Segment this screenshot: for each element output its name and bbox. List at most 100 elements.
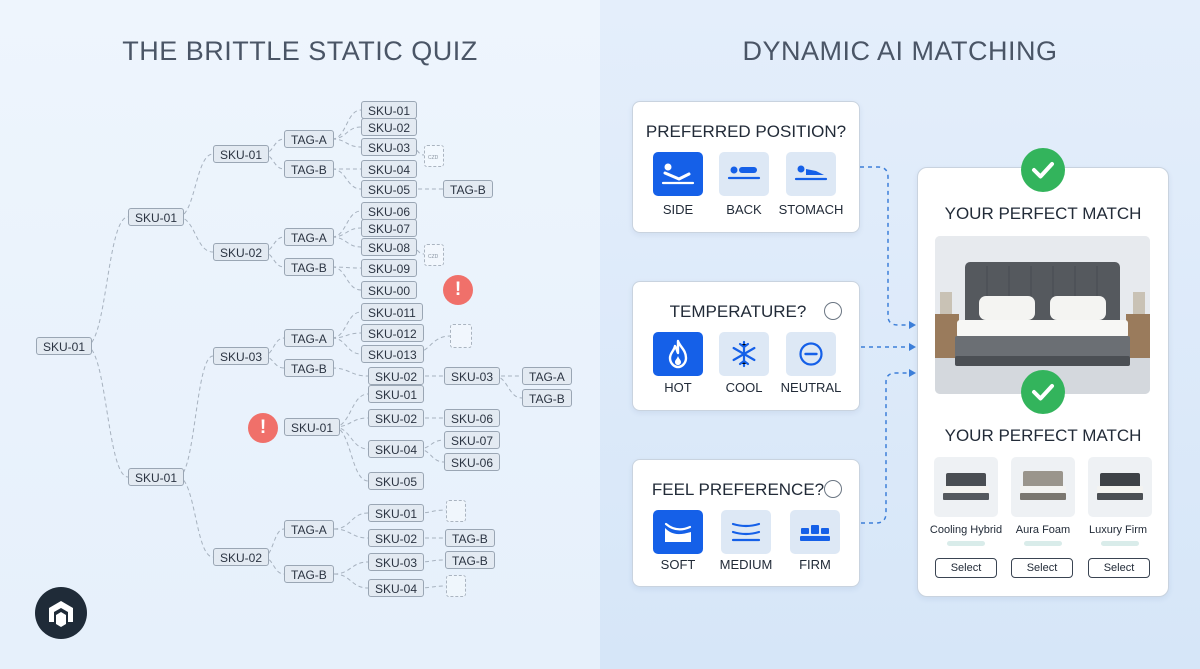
match-check-icon <box>1021 148 1065 192</box>
flame-icon[interactable] <box>653 332 703 376</box>
snowflake-icon[interactable] <box>719 332 769 376</box>
ghost-placeholder: CZD <box>424 145 444 167</box>
tree-tag: TAG-B <box>284 258 334 276</box>
tree-connector <box>177 476 214 558</box>
feel-radio[interactable] <box>824 480 842 498</box>
tree-leaf: SKU-07 <box>444 431 501 449</box>
alert-icon: ! <box>443 275 473 305</box>
tree-tag: TAG-B <box>445 529 495 547</box>
tree-connector <box>177 153 214 218</box>
feel-question-card: FEEL PREFERENCE? SOFT MEDIUM <box>632 459 860 587</box>
tree-leaf: SKU-03 <box>444 367 501 385</box>
mattress-hero-image <box>935 236 1150 394</box>
right-heading: DYNAMIC AI MATCHING <box>742 36 1058 66</box>
tree-connector <box>331 367 369 377</box>
option-soft-label: SOFT <box>660 557 696 572</box>
minus-circle-icon[interactable] <box>786 332 836 376</box>
tree-connector <box>333 561 369 575</box>
medium-layers-icon[interactable] <box>721 510 771 554</box>
tree-node: SKU-01 <box>128 208 185 226</box>
firm-blocks-icon[interactable] <box>790 510 840 554</box>
option-hot-label: HOT <box>664 380 692 395</box>
tree-leaf: SKU-01 <box>361 101 418 119</box>
ghost-placeholder <box>446 575 466 597</box>
tree-tag: TAG-A <box>284 130 334 148</box>
left-heading: THE BRITTLE STATIC QUIZ <box>122 36 478 66</box>
tree-leaf: SKU-03 <box>361 138 418 156</box>
position-question-card: PREFERRED POSITION? SIDE BACK STOMA <box>632 101 860 233</box>
select-luxury-firm-button[interactable]: Select <box>1088 558 1150 578</box>
ghost-placeholder <box>446 500 466 522</box>
option-firm-label: FIRM <box>799 557 831 572</box>
tree-connector <box>331 227 362 238</box>
side-sleeper-icon[interactable] <box>653 152 703 196</box>
tree-leaf: SKU-01 <box>368 385 425 403</box>
tree-connector <box>85 345 129 478</box>
tree-connector <box>331 337 362 355</box>
product-thumbnail <box>934 457 998 517</box>
option-medium-label: MEDIUM <box>719 557 773 572</box>
product-name: Aura Foam <box>1015 524 1071 536</box>
tree-tag: TAG-A <box>284 228 334 246</box>
tree-leaf: SKU-04 <box>361 160 418 178</box>
option-back-label: BACK <box>726 202 762 217</box>
tree-connector <box>85 216 129 347</box>
tree-connector <box>331 236 362 248</box>
soft-wave-icon[interactable] <box>653 510 703 554</box>
option-side-label: SIDE <box>662 202 694 217</box>
temperature-radio[interactable] <box>824 302 842 320</box>
tree-node: SKU-03 <box>213 347 270 365</box>
product-rating-bar <box>947 541 985 546</box>
tree-leaf: SKU-02 <box>361 118 418 136</box>
tree-leaf: SKU-04 <box>368 440 425 458</box>
tree-leaf: SKU-09 <box>361 259 418 277</box>
tree-node: SKU-02 <box>213 548 270 566</box>
tree-connector <box>410 335 451 355</box>
option-cool-label: COOL <box>725 380 763 395</box>
tree-node-root: SKU-01 <box>36 337 93 355</box>
tree-connector <box>331 210 362 238</box>
tree-node: SKU-01 <box>284 418 341 436</box>
tree-connector <box>333 573 369 589</box>
tree-leaf: SKU-02 <box>368 529 425 547</box>
tree-node: SKU-02 <box>213 243 270 261</box>
result-title-bottom: YOUR PERFECT MATCH <box>944 426 1142 445</box>
temperature-question-card: TEMPERATURE? HOT COOL NEUTRAL <box>632 281 860 411</box>
result-card: YOUR PERFECT MATCH <box>917 148 1169 597</box>
tree-leaf: SKU-011 <box>361 303 423 321</box>
tree-connector <box>331 109 362 140</box>
tree-connector <box>331 138 362 148</box>
tree-leaf: SKU-01 <box>368 504 425 522</box>
tree-leaf: SKU-03 <box>368 553 425 571</box>
tree-connector <box>331 266 362 291</box>
tree-tag: TAG-B <box>522 389 572 407</box>
tree-connector <box>331 311 362 339</box>
tree-tag: TAG-B <box>284 359 334 377</box>
tree-node: SKU-01 <box>128 468 185 486</box>
tree-leaf: SKU-06 <box>444 453 501 471</box>
tree-tag: TAG-A <box>284 520 334 538</box>
tree-leaf: SKU-02 <box>368 367 425 385</box>
tree-connector <box>177 355 214 478</box>
tree-connector <box>333 528 369 539</box>
tree-tag: TAG-B <box>443 180 493 198</box>
tree-leaf: SKU-06 <box>444 409 501 427</box>
select-cooling-hybrid-button[interactable]: Select <box>935 558 997 578</box>
select-aura-foam-button[interactable]: Select <box>1011 558 1073 578</box>
position-question-title: PREFERRED POSITION? <box>645 122 847 141</box>
product-thumbnail <box>1011 457 1075 517</box>
ghost-placeholder <box>450 324 472 348</box>
product-name: Luxury Firm <box>1088 524 1148 536</box>
brand-logo-icon <box>35 587 87 639</box>
tree-connector <box>331 332 362 339</box>
tree-tag: TAG-B <box>284 565 334 583</box>
alert-icon: ! <box>248 413 278 443</box>
tree-tag: TAG-B <box>284 160 334 178</box>
product-rating-bar <box>1101 541 1139 546</box>
option-stomach-label: STOMACH <box>778 202 844 217</box>
stomach-sleeper-icon[interactable] <box>786 152 836 196</box>
tree-connector <box>331 126 362 140</box>
product-rating-bar <box>1024 541 1062 546</box>
back-sleeper-icon[interactable] <box>719 152 769 196</box>
